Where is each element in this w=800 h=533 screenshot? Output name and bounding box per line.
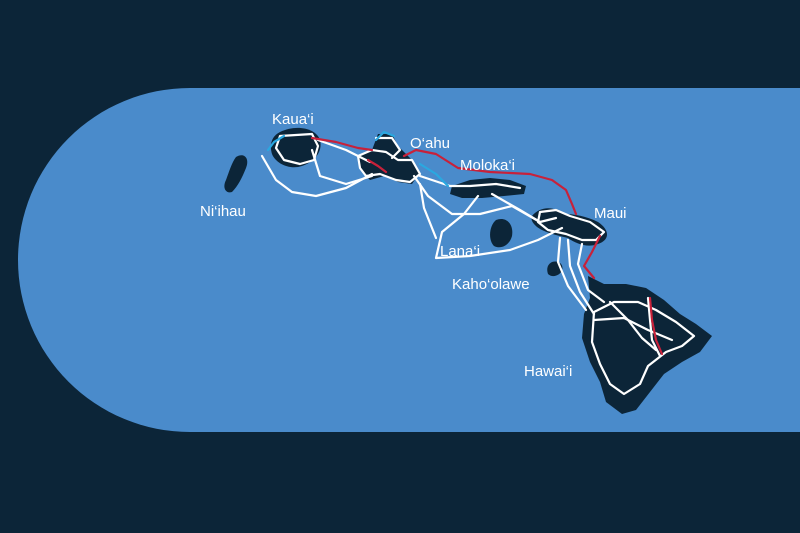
label-hawaii: Hawai‘i [524, 363, 572, 380]
route-red-oahu-maui [402, 148, 578, 216]
label-lanai: Lana‘i [440, 243, 480, 260]
route-red-oahu-loop [366, 158, 388, 174]
island-hawaii [582, 276, 712, 414]
labels-layer: Kaua‘i O‘ahu Moloka‘i Ni‘ihau Maui Lana‘… [200, 111, 627, 380]
route-maui-outline [536, 208, 606, 242]
route-oahu-inner [374, 136, 402, 160]
label-molokai: Moloka‘i [460, 157, 515, 174]
route-molokai-lanai [434, 194, 564, 260]
route-maui-hawaii-1 [556, 236, 588, 312]
island-maui [531, 208, 607, 246]
route-red-kauai-oahu [310, 136, 374, 152]
route-red-maui-hawaii [582, 234, 602, 280]
route-hawaii-outline [590, 300, 696, 396]
route-oahu-lanai [418, 182, 438, 240]
route-red-hawaii-inner [648, 296, 664, 356]
routes-red [310, 136, 664, 356]
label-niihau: Ni‘ihau [200, 203, 246, 220]
route-blue-oahu [374, 130, 396, 142]
route-hawaii-inner-1 [608, 300, 658, 352]
routes-white [260, 132, 696, 396]
island-oahu [358, 134, 420, 184]
route-kauai-outline [274, 132, 320, 166]
route-kauai-oahu-2 [310, 148, 374, 186]
route-oahu-molokai [418, 174, 522, 190]
routes-blue [266, 130, 450, 188]
route-hawaii-inner-3 [592, 316, 674, 342]
label-oahu: O‘ahu [410, 135, 450, 152]
route-kauai-oahu-1 [260, 154, 374, 198]
route-blue-oahu-molokai [418, 162, 450, 188]
route-maui-hawaii-3 [576, 242, 606, 304]
label-kauai: Kaua‘i [272, 111, 314, 128]
island-molokai [450, 178, 526, 198]
route-molokai-maui [490, 192, 542, 224]
label-kahoolawe: Kaho‘olawe [452, 276, 530, 293]
route-kauai-oahu-3 [316, 138, 372, 164]
label-maui: Maui [594, 205, 627, 222]
route-maui-hawaii-2 [566, 238, 596, 316]
route-hawaii-inner-2 [646, 296, 662, 358]
island-lanai [490, 218, 513, 248]
ocean-panel [18, 88, 800, 432]
island-niihau [224, 155, 248, 193]
route-blue-kauai [266, 134, 286, 152]
